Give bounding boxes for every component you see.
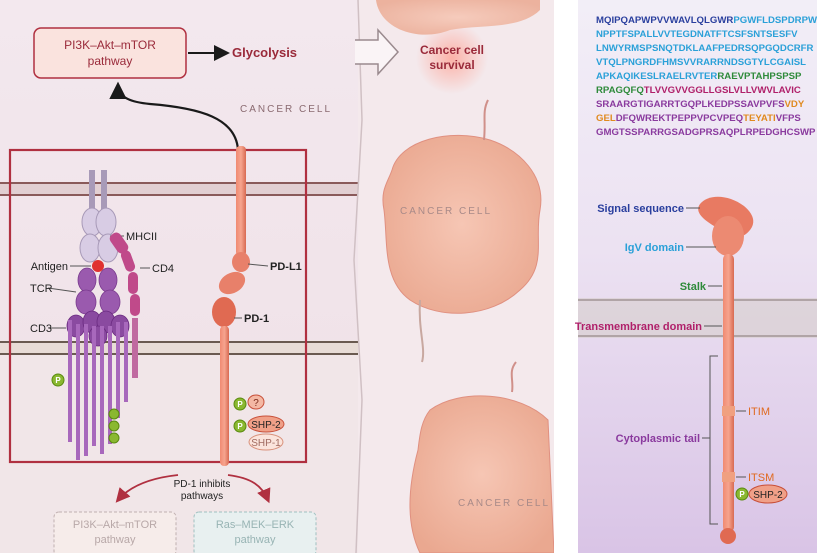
cancer-cell-blob-1	[383, 135, 541, 313]
sequence-segment: GQFQ	[616, 85, 645, 96]
question-mark: ?	[253, 398, 259, 409]
sequence-segment: MQIPQAPWPVVWAVLQLGWR	[596, 15, 733, 26]
cancer-cell-membrane	[0, 183, 358, 195]
inhibits-line2: pathways	[181, 491, 223, 502]
svg-text:pathway: pathway	[235, 534, 276, 546]
sequence-segment: VFPS	[776, 113, 802, 124]
antigen	[92, 260, 104, 272]
sequence-segment: TLVVGVVGGLLGSLVLLVWVLAVIC	[644, 85, 801, 96]
sequence-segment: RAEVPTAHPSPSP	[717, 71, 802, 82]
shp1-label: SHP-1	[251, 438, 281, 449]
svg-text:P: P	[55, 376, 61, 385]
pi3k-box-line2: pathway	[88, 54, 133, 68]
protein-sequence: MQIPQAPWPVVWAVLQLGWRPGWFLDSPDRPW NPPTFSP…	[596, 15, 817, 138]
svg-text:P: P	[237, 400, 243, 409]
sequence-segment: NPPTFSPALLVVTEGDNATFTCSFSNTSESFV	[596, 29, 798, 40]
cd3-label: CD3	[30, 323, 52, 335]
mhcii-label: MHCII	[126, 231, 157, 243]
pd-l1-label: PD-L1	[270, 261, 302, 273]
transmembrane-label: Transmembrane domain	[575, 321, 702, 333]
sequence-segment: APKAQIKESLRAELRVTER	[596, 71, 717, 82]
antigen-label: Antigen	[31, 261, 68, 273]
survival-line2: survival	[429, 58, 474, 72]
pd-1-label: PD-1	[244, 313, 269, 325]
sequence-segment: W	[808, 15, 817, 26]
shp2-label-left: SHP-2	[251, 420, 281, 431]
cancer-cell-label-mid2: CANCER CELL	[458, 498, 550, 509]
svg-text:Ras–MEK–ERK: Ras–MEK–ERK	[216, 519, 295, 531]
cancer-cell-label-mid1: CANCER CELL	[400, 206, 492, 217]
sequence-segment: RPA	[596, 85, 616, 96]
tcr-label: TCR	[30, 283, 53, 295]
sequence-segment: RGTIGARRTGQPLKEDPSSAVPVFS	[623, 99, 785, 110]
shp2-label-right: SHP-2	[753, 490, 783, 501]
sequence-segment: DF	[616, 113, 629, 124]
itim-label: ITIM	[748, 406, 770, 418]
sequence-segment: GMGTSS	[596, 127, 638, 138]
cancer-cell-label-left: CANCER CELL	[240, 104, 332, 115]
stalk-label: Stalk	[680, 281, 707, 293]
itsm-motif	[722, 472, 735, 482]
svg-text:P: P	[237, 422, 243, 431]
left-panel: PI3K–Akt–mTOR pathway Glycolysis CANCER …	[0, 0, 358, 553]
itsm-label: ITSM	[748, 472, 774, 484]
svg-text:PI3K–Akt–mTOR: PI3K–Akt–mTOR	[73, 519, 157, 531]
t-cell-membrane	[0, 342, 358, 354]
sequence-segment: NWYRMSPSNQTDKLAAFPEDRSQPGQDCRFR	[602, 43, 814, 54]
glycolysis-label: Glycolysis	[232, 45, 297, 60]
sequence-segment: QWREKTPEPPVPCVPEQ	[629, 113, 744, 124]
sequence-segment: SRAA	[596, 99, 623, 110]
igv-domain-shape	[712, 216, 744, 256]
pi3k-box-line1: PI3K–Akt–mTOR	[64, 38, 156, 52]
cytoplasmic-tail-label: Cytoplasmic tail	[616, 433, 700, 445]
igv-domain-label: IgV domain	[625, 242, 685, 254]
pi3k-pathway-box	[34, 28, 186, 78]
inhibits-line1: PD-1 inhibits	[174, 479, 231, 490]
itim-motif	[722, 406, 735, 416]
sequence-segment: PARRGSADGPRSAQPLRPEDGHCSWP	[638, 127, 816, 138]
survival-line1: Cancer cell	[420, 43, 484, 57]
svg-text:pathway: pathway	[95, 534, 136, 546]
cancer-cell-blob-2	[410, 396, 554, 553]
sequence-segment: TEYATI	[743, 113, 776, 124]
sequence-segment: PGWFLDSPDRP	[733, 15, 808, 26]
middle-panel: Cancer cell survival CANCER CELL CANCER …	[354, 0, 554, 553]
cd4-label: CD4	[152, 263, 174, 275]
svg-text:P: P	[739, 490, 745, 499]
sequence-segment: GEL	[596, 113, 616, 124]
right-panel: MQIPQAPWPVVWAVLQLGWRPGWFLDSPDRPW NPPTFSP…	[575, 0, 817, 553]
sequence-segment: VDY	[785, 99, 805, 110]
signal-sequence-label: Signal sequence	[597, 203, 684, 215]
sequence-segment: VTQLPNGRDFHMSVVRARRNDSGTYLCGAISL	[596, 57, 806, 68]
